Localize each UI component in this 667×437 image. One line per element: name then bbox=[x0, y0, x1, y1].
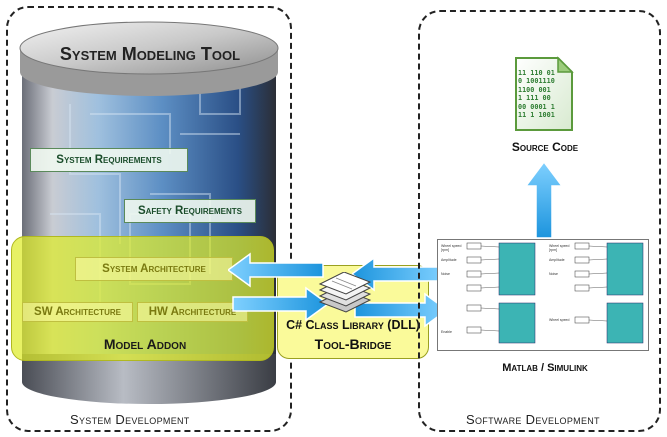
software-development-region bbox=[418, 10, 661, 432]
library-stack-icon bbox=[318, 272, 372, 313]
code-line: 00 0001 1 bbox=[518, 102, 555, 111]
hw-architecture-box: HW Architecture bbox=[137, 302, 248, 322]
system-development-region bbox=[6, 6, 292, 432]
svg-text:Wheel speed: Wheel speed bbox=[441, 244, 461, 248]
svg-text:Wheel speed: Wheel speed bbox=[549, 244, 569, 248]
svg-text:Noise: Noise bbox=[549, 272, 558, 276]
simulink-model-diagram: Wheel speed[rpm] Amplitude Noise Wheel s… bbox=[437, 239, 649, 351]
simulink-label: Matlab / Simulink bbox=[502, 362, 588, 374]
code-line: 1100 001 bbox=[518, 85, 551, 94]
svg-text:Amplitude: Amplitude bbox=[441, 258, 457, 262]
svg-text:Noise: Noise bbox=[441, 272, 450, 276]
svg-text:Enable: Enable bbox=[441, 330, 452, 334]
safety-requirements-box: Safety Requirements bbox=[124, 199, 256, 223]
svg-text:Amplitude: Amplitude bbox=[549, 258, 565, 262]
system-architecture-box: System Architecture bbox=[75, 257, 233, 281]
class-library-label: C# Class Library (DLL) bbox=[286, 318, 420, 332]
svg-text:[rpm]: [rpm] bbox=[549, 248, 557, 252]
tool-title: System Modeling Tool bbox=[59, 44, 241, 64]
bridge-arrows-left-icon bbox=[228, 252, 328, 322]
svg-text:Wheel speed: Wheel speed bbox=[549, 318, 569, 322]
code-line: 11 110 01 bbox=[518, 69, 555, 77]
system-requirements-box: System Requirements bbox=[30, 148, 188, 172]
source-code-text: 11 110 01 0 1001110 1100 001 1 111 00 00… bbox=[518, 69, 574, 119]
code-line: 0 1001110 bbox=[518, 77, 555, 86]
code-line: 1 111 00 bbox=[518, 94, 551, 103]
software-development-label: Software Development bbox=[466, 412, 600, 427]
svg-text:[rpm]: [rpm] bbox=[441, 248, 449, 252]
source-code-label: Source Code bbox=[511, 140, 579, 154]
system-development-label: System Development bbox=[70, 412, 190, 427]
tool-bridge-label: Tool-Bridge bbox=[314, 336, 392, 352]
generate-code-arrow-icon bbox=[524, 160, 564, 239]
sw-architecture-box: SW Architecture bbox=[22, 302, 133, 322]
source-code-document-icon bbox=[515, 56, 574, 131]
model-addon-label: Model Addon bbox=[103, 336, 187, 352]
code-line: 11 1 1001 bbox=[518, 111, 555, 120]
